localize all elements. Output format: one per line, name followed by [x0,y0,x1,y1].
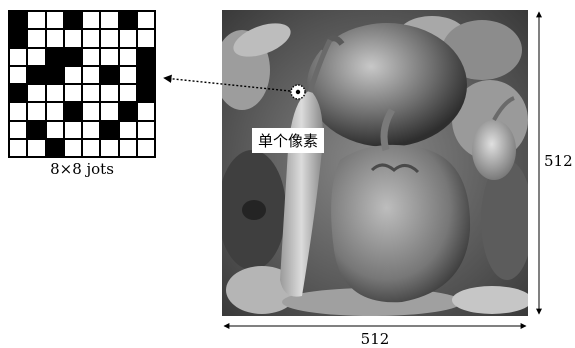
zoom-arrow [164,78,290,91]
width-label: 512 [222,330,528,348]
height-label: 512 [544,152,573,170]
pixel-marker-dot [296,90,300,94]
